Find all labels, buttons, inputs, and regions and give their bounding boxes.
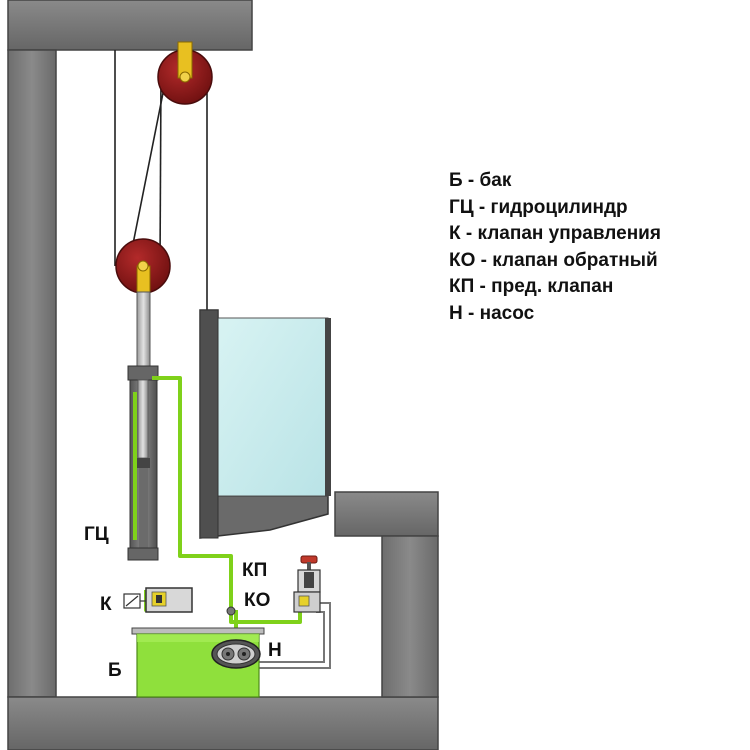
label-tank: Б [108, 660, 122, 681]
ropes [114, 50, 208, 310]
control-valve [123, 587, 193, 613]
legend-item-pump: Н - насос [449, 302, 535, 324]
label-check-valve: КО [244, 590, 270, 611]
building-structure [7, 0, 439, 750]
legend-item-cylinder: ГЦ - гидроцилиндр [449, 196, 628, 218]
legend: Б - бак ГЦ - гидроцилиндр К - клапан упр… [449, 168, 661, 327]
hydraulic-cylinder [127, 291, 159, 561]
check-valve [226, 606, 236, 616]
left-wall [7, 49, 57, 698]
rope-cross-2 [132, 77, 167, 245]
legend-item-relief-valve: КП - пред. клапан [449, 276, 614, 297]
legend-item-check-valve: КО - клапан обратный [449, 249, 658, 271]
legend-item-valve: К - клапан управления [449, 223, 661, 244]
pump [211, 639, 261, 669]
legend-item-tank: Б - бак [449, 170, 512, 191]
right-pit-wall [381, 535, 439, 698]
label-valve: К [100, 594, 112, 615]
cabin-glass [217, 317, 329, 497]
line-cylinder-top [152, 376, 233, 610]
upper-floor-ledge [334, 491, 439, 537]
label-cylinder: ГЦ [84, 524, 109, 545]
ceiling-beam [7, 0, 253, 51]
tank-rim [131, 627, 265, 635]
elevator-cabin [199, 309, 331, 539]
piston-rod [136, 291, 151, 369]
top-pulley [157, 41, 213, 105]
cylinder-base [127, 547, 159, 561]
lower-pulley [115, 238, 171, 294]
label-pump: Н [268, 640, 282, 661]
floor-slab [7, 696, 439, 750]
label-relief-valve: КП [242, 560, 267, 581]
relief-valve [293, 555, 321, 613]
